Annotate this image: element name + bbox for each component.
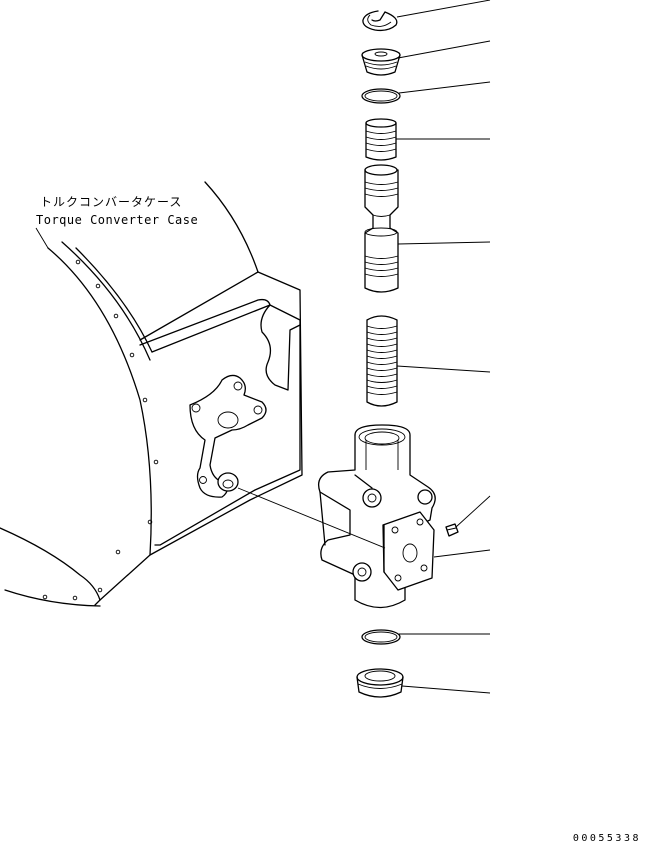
bottom-plug — [356, 668, 404, 698]
plug-screw — [445, 523, 459, 537]
torque-converter-case — [0, 181, 303, 607]
o-ring-upper — [361, 88, 401, 104]
part-label-english: Torque Converter Case — [36, 213, 199, 227]
spring — [366, 315, 398, 407]
flange-bolt-holes — [42, 259, 159, 601]
o-ring-lower — [361, 629, 401, 645]
leader-lines — [35, 0, 491, 694]
drawing-number: 00055338 — [572, 833, 641, 844]
part-label-japanese: トルクコンバータケース — [40, 195, 183, 209]
snap-ring — [362, 10, 398, 32]
plug — [361, 48, 401, 76]
piston — [365, 118, 397, 161]
valve-spool — [364, 164, 399, 293]
valve-body — [317, 424, 436, 609]
